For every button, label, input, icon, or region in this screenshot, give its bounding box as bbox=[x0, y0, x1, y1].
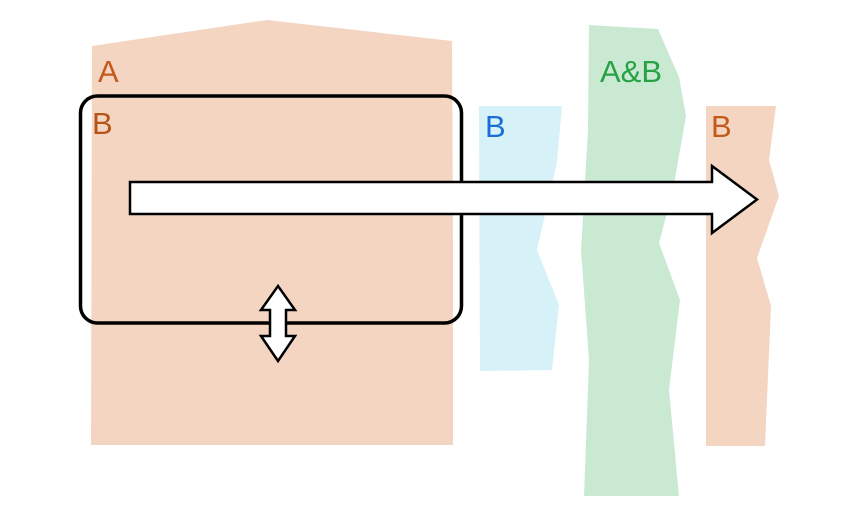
label-region-b-right: B bbox=[711, 109, 732, 144]
region-b-cyan-shape bbox=[479, 106, 562, 371]
region-b-right-shape bbox=[706, 106, 779, 446]
label-region-b-inner: B bbox=[92, 106, 113, 141]
region-ab-shape bbox=[581, 25, 686, 496]
vertical-double-arrow-icon bbox=[258, 283, 298, 364]
horizontal-mapping-arrow-icon bbox=[128, 163, 760, 236]
label-region-b-cyan: B bbox=[485, 109, 506, 144]
region-a-shape bbox=[91, 20, 453, 445]
label-region-ab: A&B bbox=[600, 54, 662, 89]
label-region-a: A bbox=[98, 54, 119, 89]
